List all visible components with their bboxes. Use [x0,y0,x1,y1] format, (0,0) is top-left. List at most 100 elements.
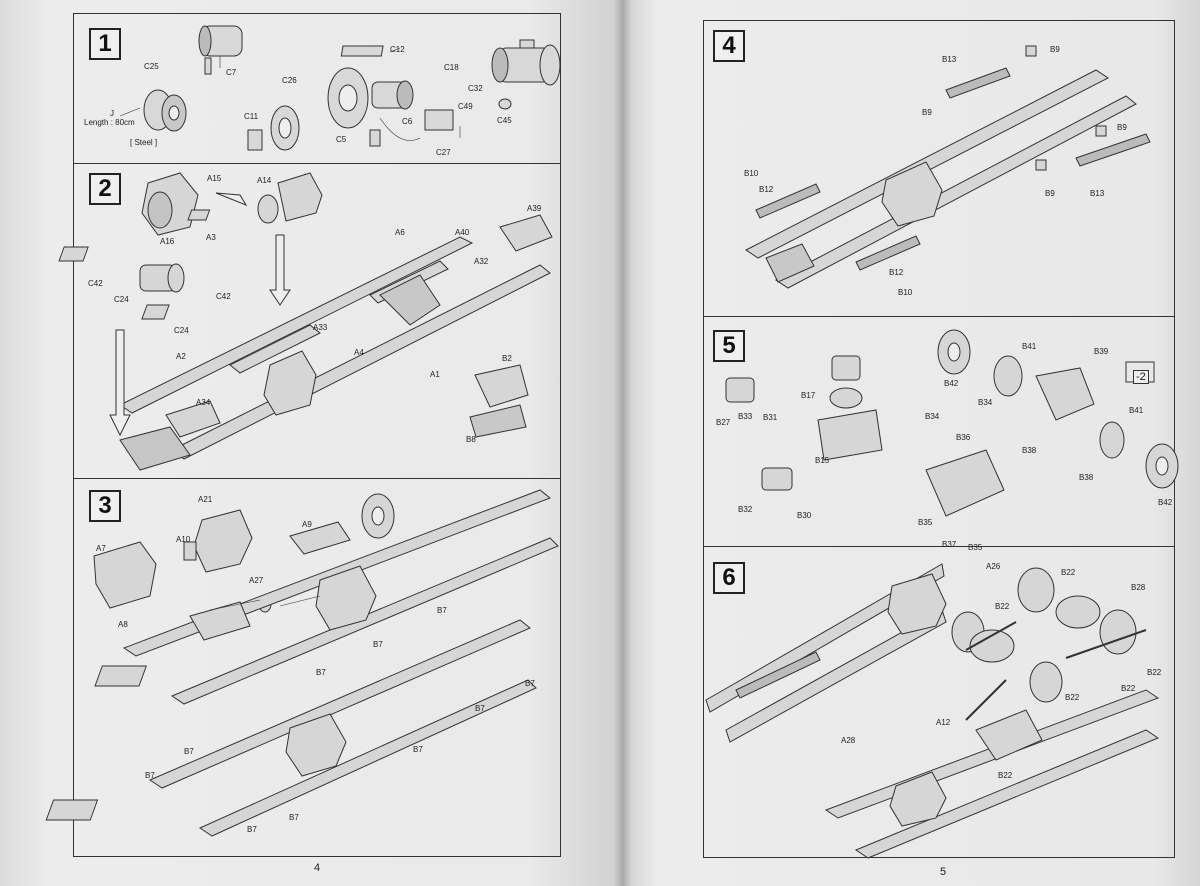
part-label: B9 [922,108,932,117]
part-label: B27 [716,418,731,427]
part-label: A40 [455,228,470,237]
part-label: A32 [474,257,489,266]
step-3-drawing [45,489,559,837]
step-number-4: 4 [713,30,745,62]
part-label: B8 [466,435,476,444]
part-label: B7 [289,813,299,822]
note-j: J [110,109,114,118]
part-label: C45 [497,116,512,125]
part-label: C18 [444,63,459,72]
note-length: Length : 80cm [84,118,135,127]
part-label: B10 [898,288,913,297]
part-label: B22 [1147,668,1162,677]
part-label: A34 [196,398,211,407]
part-label: B7 [316,668,326,677]
right-page-frame [703,20,1175,858]
part-label: A15 [207,174,222,183]
part-label: B7 [184,747,194,756]
part-label: B22 [1065,693,1080,702]
part-label: B41 [1022,342,1037,351]
part-label: B39 [1094,347,1109,356]
part-label: C27 [436,148,451,157]
part-label: B38 [1022,446,1037,455]
step-number-5: 5 [713,330,745,362]
part-label: A28 [841,736,856,745]
part-label: A10 [176,535,191,544]
step-reference: -2 [1133,370,1149,384]
part-label: A39 [527,204,542,213]
part-label: B9 [1050,45,1060,54]
part-label: B12 [889,268,904,277]
book-gutter [614,0,632,886]
step-separator [73,163,561,164]
part-label: B35 [918,518,933,527]
part-label: A7 [96,544,106,553]
part-label: C32 [468,84,483,93]
step-number-6: 6 [713,562,745,594]
part-label: B13 [942,55,957,64]
part-label: C6 [402,117,413,126]
step-2-drawing [58,172,553,471]
part-label: A1 [430,370,440,379]
step-number-2: 2 [89,173,121,205]
part-label: B41 [1129,406,1144,415]
part-label: B42 [944,379,959,388]
page-number-right: 5 [940,866,947,878]
part-label: B7 [525,679,535,688]
part-label: B22 [1121,684,1136,693]
note-material: [ Steel ] [130,138,158,147]
part-label: C26 [282,76,297,85]
part-label: B15 [815,456,830,465]
part-label: A16 [160,237,175,246]
part-label: B30 [797,511,812,520]
part-label: C49 [458,102,473,111]
part-label: A14 [257,176,272,185]
part-label: C5 [336,135,347,144]
part-label: B36 [956,433,971,442]
part-label: B9 [1045,189,1055,198]
part-label: B37 [942,540,957,549]
step-1-drawing [119,25,561,151]
part-label: C42 [216,292,231,301]
part-label: B42 [1158,498,1173,507]
part-label: B12 [759,185,774,194]
part-label: B28 [1131,583,1146,592]
part-label: B32 [738,505,753,514]
part-label: B7 [475,704,485,713]
part-label: B7 [145,771,155,780]
part-label: B2 [502,354,512,363]
part-label: C42 [88,279,103,288]
part-label: B22 [995,602,1010,611]
part-label: B38 [1079,473,1094,482]
part-label: C7 [226,68,237,77]
part-label: B34 [978,398,993,407]
part-label: B17 [801,391,816,400]
part-label: A33 [313,323,328,332]
part-label: B13 [1090,189,1105,198]
part-label: A21 [198,495,213,504]
part-label: B34 [925,412,940,421]
step-4-drawing [745,45,1151,289]
part-label: B9 [1117,123,1127,132]
part-label: A9 [302,520,312,529]
part-label: B35 [968,543,983,552]
part-label: C11 [244,112,259,121]
part-label: C12 [390,45,405,54]
part-label: B7 [247,825,257,834]
part-label: B33 [738,412,753,421]
page-number-left: 4 [314,862,321,874]
part-label: C24 [114,295,129,304]
part-label: C25 [144,62,159,71]
part-label: A2 [176,352,186,361]
step-separator [703,546,1175,547]
part-label: A27 [249,576,264,585]
part-label: B22 [998,771,1013,780]
step-separator [703,316,1175,317]
step-6-drawing [705,563,1160,859]
part-label: B10 [744,169,759,178]
part-label: A26 [986,562,1001,571]
part-label: A4 [354,348,364,357]
part-label: B7 [413,745,423,754]
part-label: A3 [206,233,216,242]
